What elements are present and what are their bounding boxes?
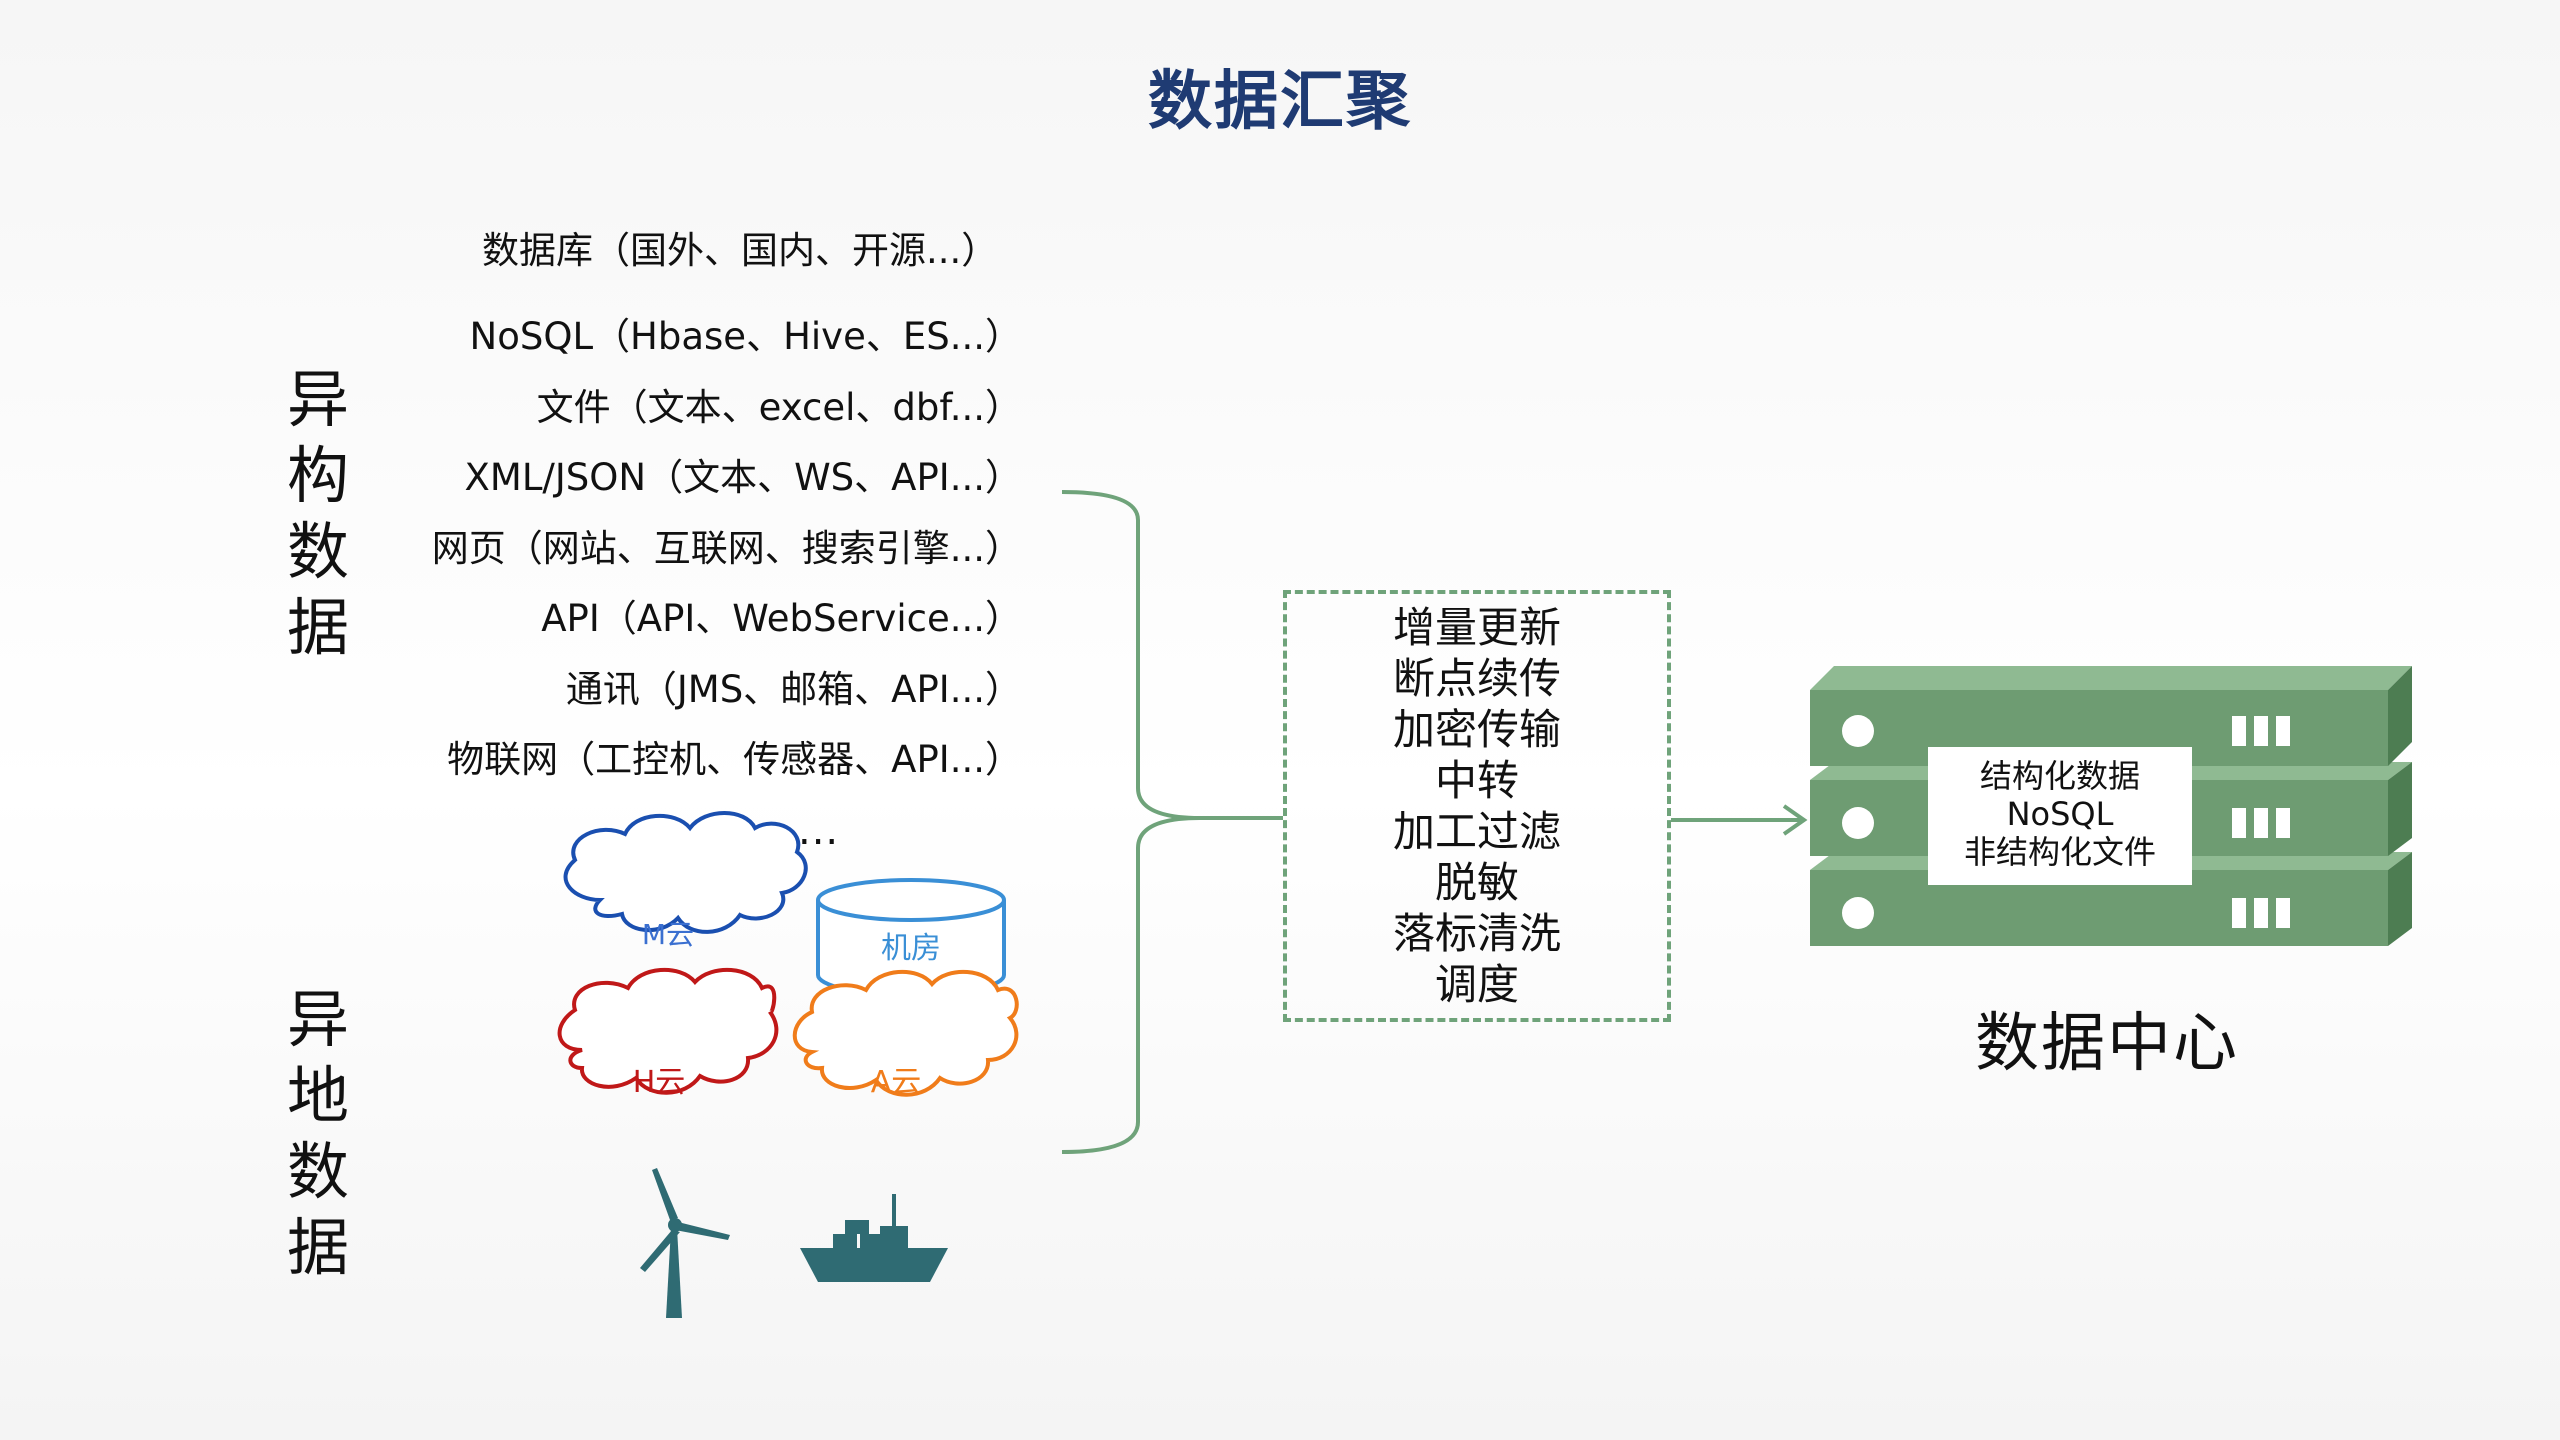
processing-step: 断点续传 — [1392, 654, 1561, 703]
h-cloud-label: H云 — [633, 1065, 686, 1100]
label-char: 异 — [286, 363, 349, 436]
datacenter-content-label: 结构化数据 NoSQL 非结构化文件 — [1928, 747, 2192, 885]
datacenter-content-item: 非结构化文件 — [1963, 833, 2156, 871]
arrow-to-datacenter — [1671, 804, 1808, 836]
source-item-nosql: NoSQL（Hbase、Hive、ES...） — [469, 315, 1022, 358]
status-light-icon — [1842, 897, 1874, 929]
m-cloud-label: M云 — [642, 918, 694, 951]
a-cloud-icon: A云 — [792, 970, 1019, 1100]
wind-turbine-icon — [640, 1168, 730, 1318]
hetero-location-label: 异 地 数 据 — [278, 982, 358, 1286]
processing-step: 中转 — [1434, 756, 1519, 805]
datacenter-content-item: NoSQL — [2006, 795, 2114, 833]
a-cloud-label: A云 — [871, 1065, 922, 1100]
label-char: 地 — [286, 1059, 349, 1132]
processing-step: 落标清洗 — [1392, 909, 1561, 958]
source-item-database: 数据库（国外、国内、开源...） — [482, 229, 999, 272]
label-char: 构 — [286, 439, 349, 512]
source-item-messaging: 通讯（JMS、邮箱、API...） — [565, 668, 1022, 711]
source-item-xml-json: XML/JSON（文本、WS、API...） — [464, 456, 1022, 499]
processing-step: 调度 — [1434, 960, 1519, 1009]
label-char: 据 — [286, 591, 349, 664]
label-char: 数 — [286, 515, 349, 588]
status-light-icon — [1842, 807, 1874, 839]
processing-step: 脱敏 — [1434, 858, 1519, 907]
m-cloud-icon: M云 — [563, 811, 808, 951]
processing-step: 加密传输 — [1392, 705, 1561, 754]
processing-step: 增量更新 — [1392, 603, 1561, 652]
status-light-icon — [1842, 715, 1874, 747]
label-char: 数 — [286, 1135, 349, 1208]
source-item-file: 文件（文本、excel、dbf...） — [536, 386, 1022, 429]
label-char: 异 — [286, 983, 349, 1056]
datacenter-title: 数据中心 — [1975, 1007, 2239, 1081]
source-item-api: API（API、WebService...） — [541, 597, 1022, 640]
source-item-webpage: 网页（网站、互联网、搜索引擎...） — [431, 527, 1022, 570]
processing-box: 增量更新 断点续传 加密传输 中转 加工过滤 脱敏 落标清洗 调度 — [1283, 590, 1671, 1022]
processing-step: 加工过滤 — [1392, 807, 1561, 856]
processing-step-list: 增量更新 断点续传 加密传输 中转 加工过滤 脱敏 落标清洗 调度 — [1287, 602, 1667, 1010]
page-title: 数据汇聚 — [1148, 65, 1412, 139]
datacenter-content-item: 结构化数据 — [1979, 757, 2140, 795]
label-char: 据 — [286, 1211, 349, 1284]
brace-connector — [1061, 490, 1283, 1154]
machine-room-label: 机房 — [881, 931, 941, 966]
cargo-ship-icon — [800, 1194, 948, 1282]
hetero-structure-label: 异 构 数 据 — [278, 362, 358, 666]
source-item-iot: 物联网（工控机、传感器、API...） — [447, 738, 1022, 781]
h-cloud-icon: H云 — [557, 967, 779, 1100]
drive-slots-icon — [2232, 716, 2290, 928]
